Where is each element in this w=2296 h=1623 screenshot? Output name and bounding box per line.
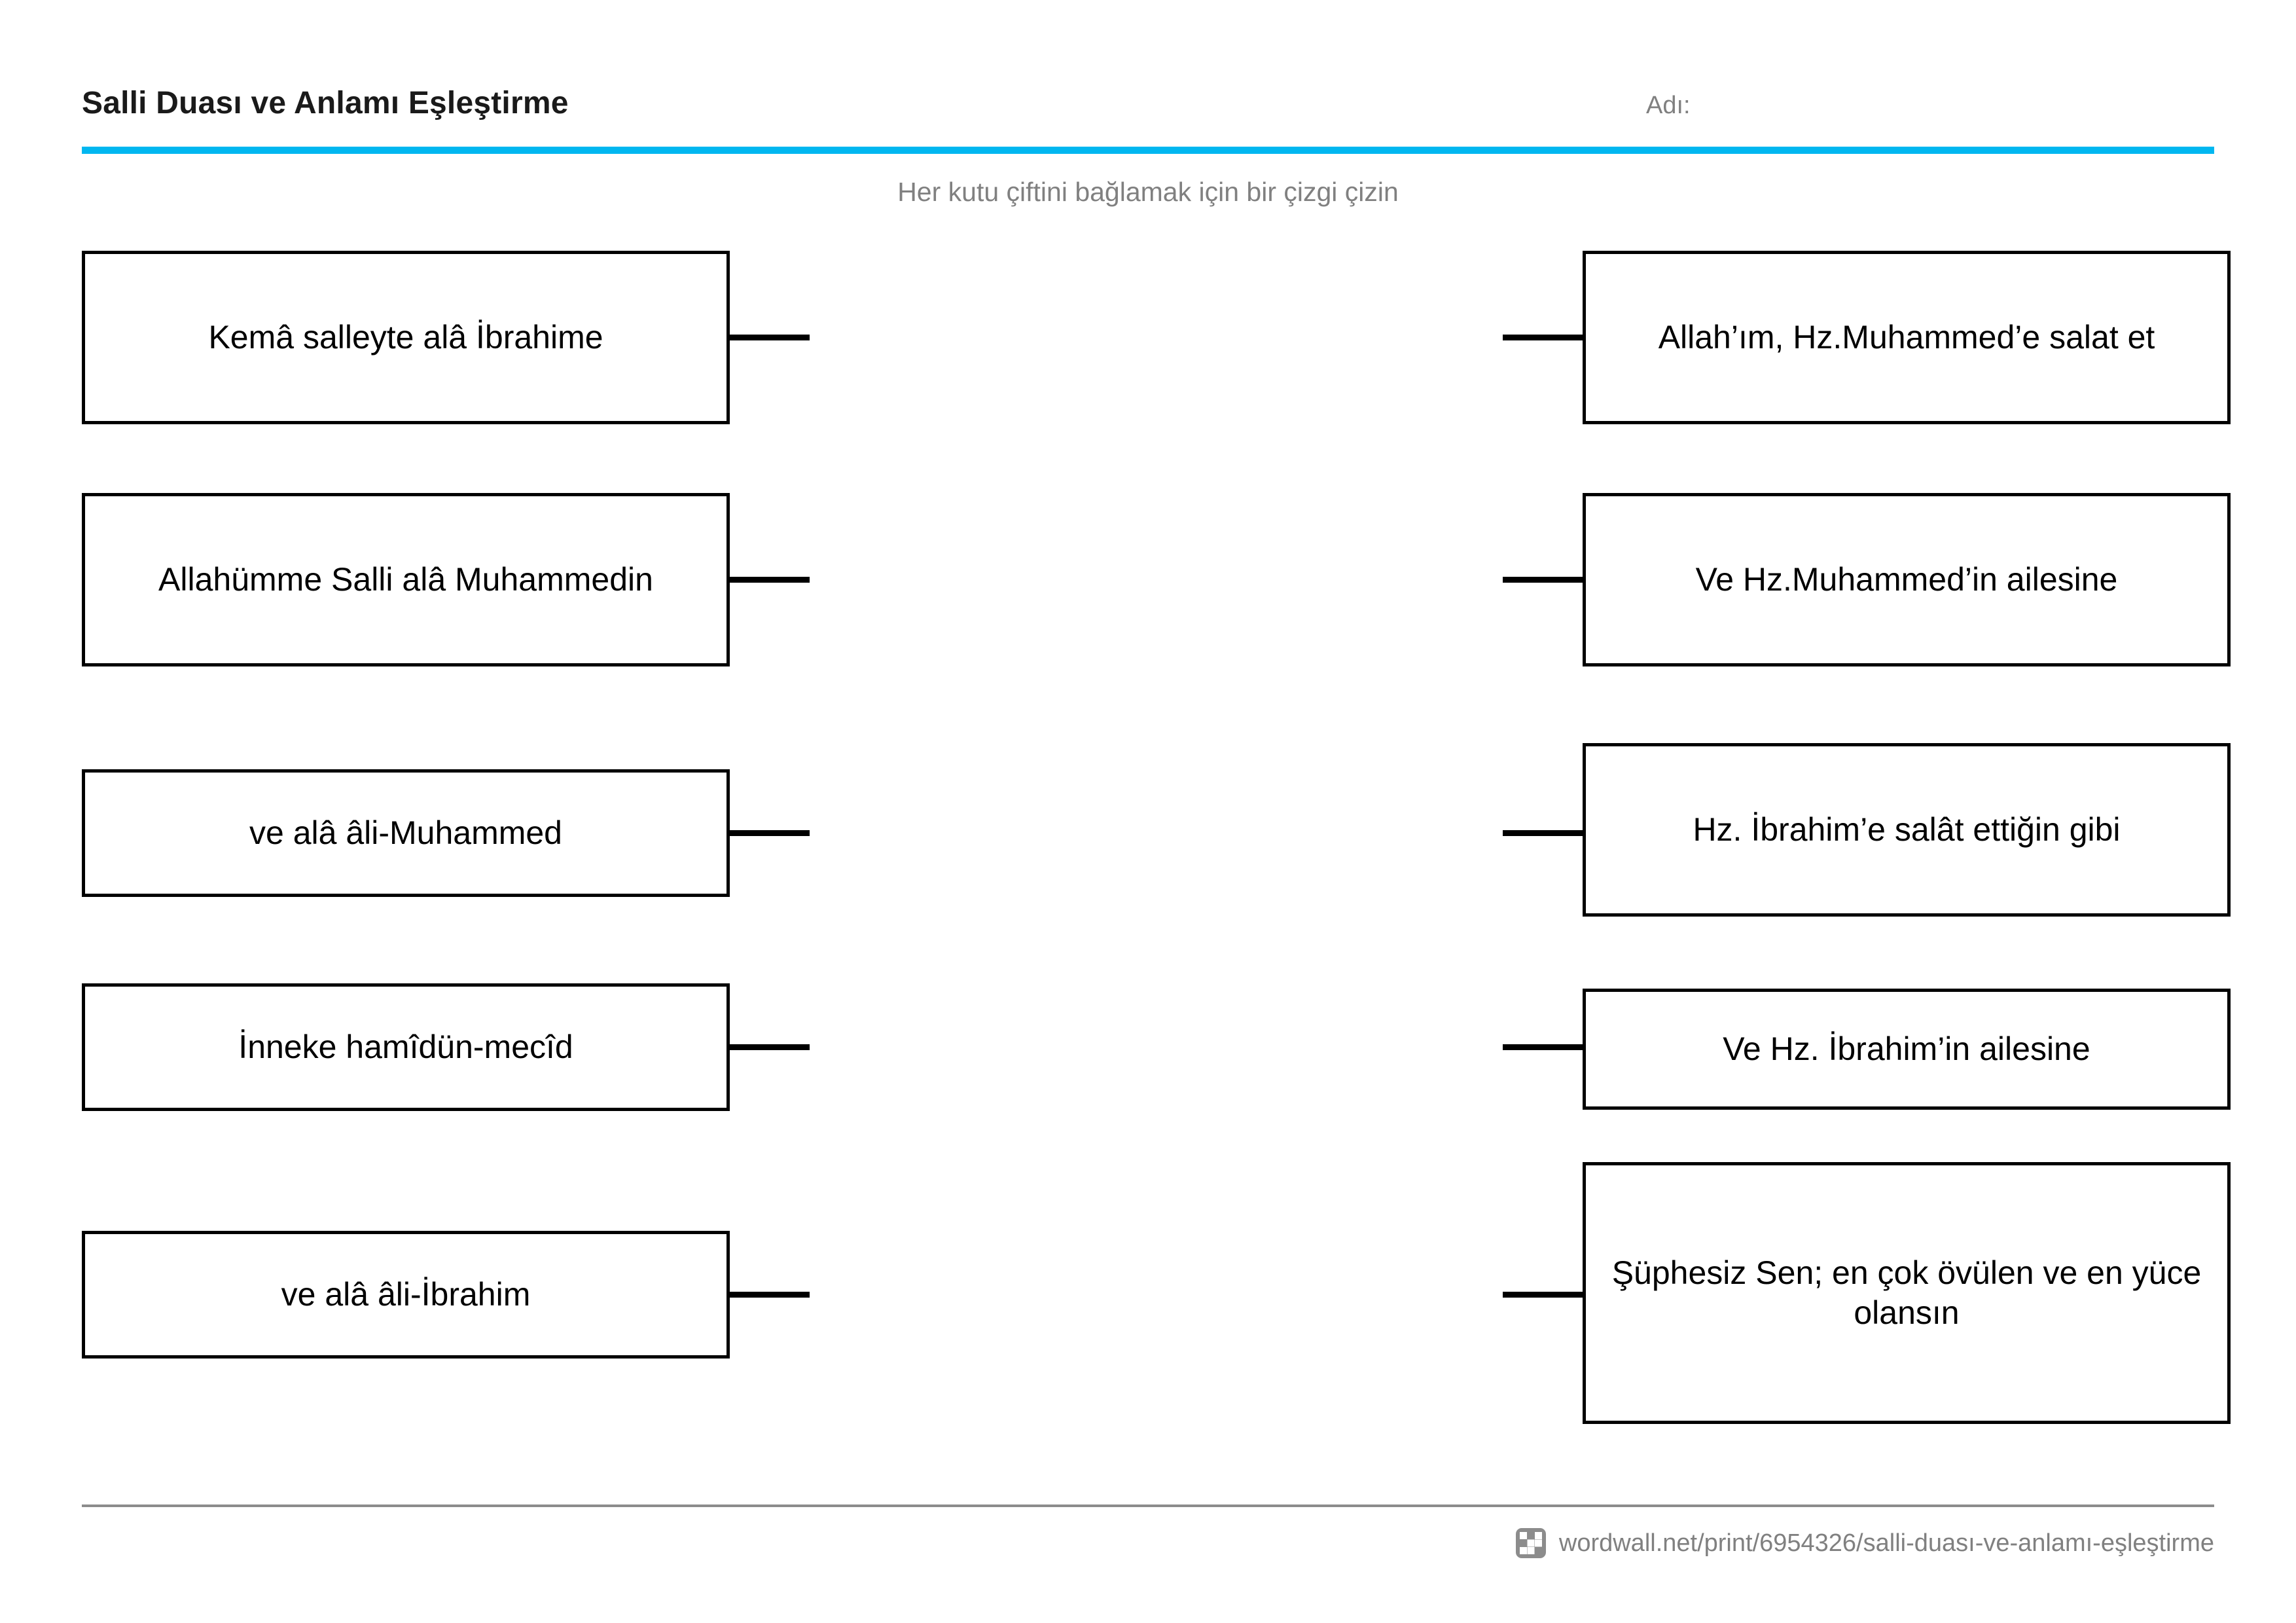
right-box-2-text: Ve Hz.Muhammed’in ailesine [1695, 561, 2118, 598]
left-box-4[interactable]: İnneke hamîdün-mecîd [82, 983, 730, 1111]
left-connector-stub-3[interactable] [730, 830, 810, 836]
right-connector-stub-5[interactable] [1503, 1292, 1583, 1298]
student-name-label: Adı: [1646, 92, 1691, 119]
right-box-1-text: Allah’ım, Hz.Muhammed’e salat et [1658, 319, 2155, 356]
left-connector-stub-1[interactable] [730, 335, 810, 340]
right-connector-stub-3[interactable] [1503, 830, 1583, 836]
left-box-1-text: Kemâ salleyte alâ İbrahime [208, 319, 603, 356]
right-box-1[interactable]: Allah’ım, Hz.Muhammed’e salat et [1583, 251, 2231, 424]
left-connector-stub-2[interactable] [730, 577, 810, 583]
right-box-3[interactable]: Hz. İbrahim’e salât ettiğin gibi [1583, 743, 2231, 917]
footer-url[interactable]: wordwall.net/print/6954326/salli-duası-v… [1558, 1529, 2214, 1557]
right-box-4-text: Ve Hz. İbrahim’in ailesine [1723, 1030, 2090, 1067]
left-box-3-text: ve alâ âli-Muhammed [249, 814, 562, 851]
left-connector-stub-4[interactable] [730, 1044, 810, 1050]
left-box-3[interactable]: ve alâ âli-Muhammed [82, 769, 730, 897]
right-connector-stub-4[interactable] [1503, 1044, 1583, 1050]
right-box-4[interactable]: Ve Hz. İbrahim’in ailesine [1583, 989, 2231, 1110]
page-header: Salli Duası ve Anlamı Eşleştirme Adı: [82, 85, 2214, 157]
right-connector-stub-1[interactable] [1503, 335, 1583, 340]
left-box-1[interactable]: Kemâ salleyte alâ İbrahime [82, 251, 730, 424]
left-box-2[interactable]: Allahümme Salli alâ Muhammedin [82, 493, 730, 666]
page-footer: wordwall.net/print/6954326/salli-duası-v… [82, 1520, 2214, 1566]
right-box-2[interactable]: Ve Hz.Muhammed’in ailesine [1583, 493, 2231, 666]
left-connector-stub-5[interactable] [730, 1292, 810, 1298]
right-connector-stub-2[interactable] [1503, 577, 1583, 583]
footer-divider [82, 1504, 2214, 1507]
page-title: Salli Duası ve Anlamı Eşleştirme [82, 86, 569, 120]
left-box-4-text: İnneke hamîdün-mecîd [238, 1029, 573, 1065]
right-box-5-text: Şüphesiz Sen; en çok övülen ve en yüce o… [1611, 1254, 2202, 1331]
left-box-2-text: Allahümme Salli alâ Muhammedin [158, 561, 653, 598]
left-box-5[interactable]: ve alâ âli-İbrahim [82, 1231, 730, 1359]
header-divider [82, 147, 2214, 154]
instruction-text: Her kutu çiftini bağlamak için bir çizgi… [897, 177, 1399, 207]
left-box-5-text: ve alâ âli-İbrahim [281, 1276, 531, 1313]
right-box-3-text: Hz. İbrahim’e salât ettiğin gibi [1693, 811, 2121, 848]
wordwall-logo-icon [1515, 1528, 1546, 1558]
right-box-5[interactable]: Şüphesiz Sen; en çok övülen ve en yüce o… [1583, 1162, 2231, 1424]
